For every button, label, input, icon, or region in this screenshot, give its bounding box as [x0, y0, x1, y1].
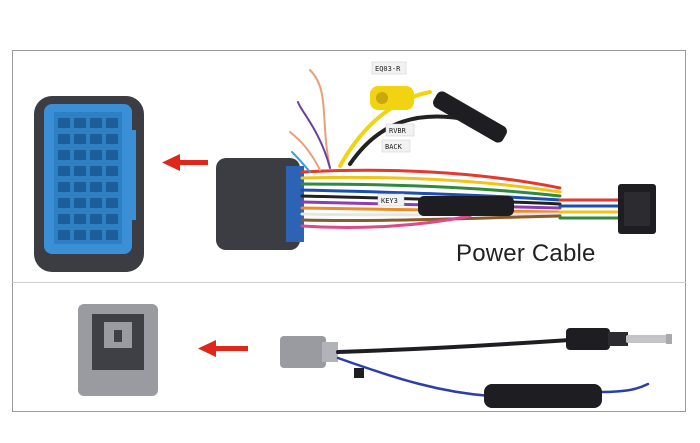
wire-tag: RVBR: [389, 127, 407, 135]
grey-antenna-socket: [78, 304, 158, 396]
cable-tie: [354, 368, 364, 378]
antenna-amplifier: [484, 384, 602, 408]
inline-filter: [418, 196, 514, 216]
grey-antenna-plug: [280, 336, 338, 368]
rca-connector: [370, 86, 414, 110]
left-arrow-icon: [198, 340, 248, 357]
blue-harness-connector: [34, 96, 144, 272]
section-divider: [12, 282, 686, 283]
wire-tag: BACK: [385, 143, 403, 151]
power-cable-label: Power Cable: [456, 240, 596, 267]
antenna-male-plug: [566, 328, 672, 350]
antenna-cables: [336, 338, 650, 398]
inline-fuse: [433, 91, 507, 143]
wire-tags: KEY3 BACK RVBR EQ03-R: [371, 61, 415, 207]
left-arrow-icon: [162, 154, 208, 171]
wire-bundle: [289, 69, 628, 230]
wire-tag: KEY3: [381, 197, 398, 205]
small-black-connector: [618, 184, 656, 234]
wire-tag: EQ03-R: [375, 65, 401, 73]
harness-plug: [216, 158, 304, 250]
